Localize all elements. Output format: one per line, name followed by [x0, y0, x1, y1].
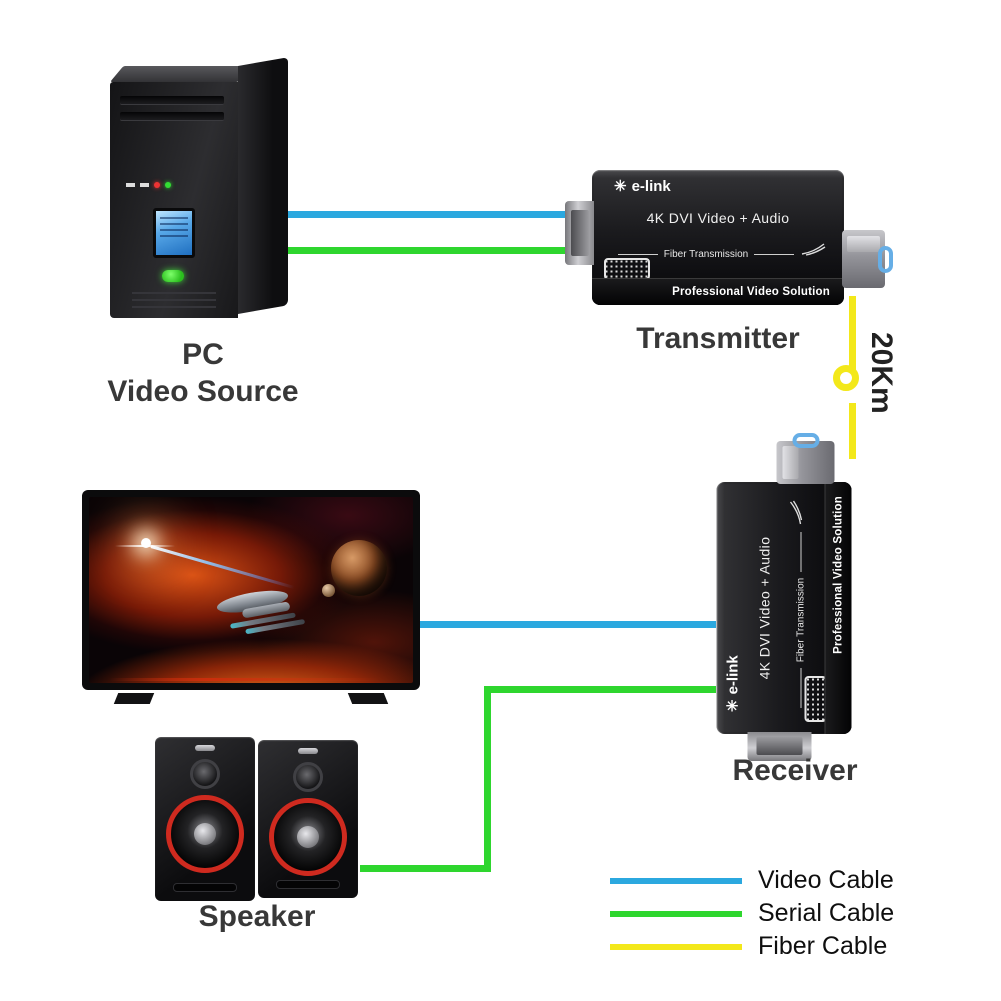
- pc-hdd-led: [165, 182, 171, 188]
- swoosh-icon: [789, 500, 803, 525]
- legend: Video Cable Serial Cable Fiber Cable: [610, 864, 894, 963]
- video-cable-swatch: [610, 877, 742, 884]
- pc-drive-bay: [120, 112, 224, 121]
- device-bottom-strip: Professional Video Solution: [824, 482, 852, 734]
- tv-foot-left: [113, 693, 155, 704]
- e-link-gear-icon: ✳: [724, 699, 742, 712]
- serial-cable-receiver-segment-vertical: [484, 686, 491, 872]
- speaker-woofer: [166, 795, 244, 873]
- fiber-cable-lower-segment: [849, 403, 856, 459]
- screen-reflection: [109, 678, 393, 681]
- pc-usb-slot: [126, 183, 135, 187]
- pc-label-line1: PC: [182, 338, 224, 371]
- divider-line: [618, 253, 658, 255]
- speaker-tweeter: [293, 762, 323, 792]
- fiber-distance-label: 20Km: [865, 332, 898, 414]
- receiver-label: Receiver: [732, 754, 858, 787]
- divider-line: [800, 532, 801, 572]
- transmitter-label: Transmitter: [636, 322, 800, 355]
- speaker-left: [155, 737, 255, 901]
- spaceship: [199, 577, 316, 643]
- video-cable-tv-to-receiver: [418, 621, 716, 628]
- speaker-emblem: [298, 748, 318, 754]
- video-cable-legend-label: Video Cable: [758, 866, 894, 894]
- sfp-bail-latch: [792, 433, 820, 448]
- pc-io-panel: [126, 178, 222, 192]
- pc-tower: [98, 56, 298, 328]
- legend-row-video: Video Cable: [610, 864, 894, 897]
- speaker-port-slot: [173, 883, 237, 892]
- fiber-transmission-label: Fiber Transmission: [663, 248, 749, 260]
- pc-front-panel: [110, 82, 238, 318]
- pc-vent-grille: [132, 292, 216, 312]
- device-tagline: Professional Video Solution: [672, 286, 830, 298]
- speaker-woofer: [269, 798, 347, 876]
- device-bottom-strip: Professional Video Solution: [592, 278, 844, 305]
- serial-cable-pc-to-transmitter: [282, 247, 574, 254]
- transmitter-device: ✳ e-link 4K DVI Video + Audio Fiber Tran…: [565, 170, 893, 305]
- transmitter-body: ✳ e-link 4K DVI Video + Audio Fiber Tran…: [565, 170, 893, 305]
- pc-drive-bay: [120, 96, 224, 105]
- pc-top-panel: [110, 66, 252, 82]
- product-name: 4K DVI Video + Audio: [756, 536, 773, 680]
- sfp-fiber-module: [842, 230, 893, 288]
- planet: [331, 539, 388, 596]
- pc-label: PC Video Source: [58, 336, 348, 410]
- brand-logo: ✳ e-link: [614, 178, 671, 195]
- pc-power-led: [154, 182, 160, 188]
- pc-side-panel: [238, 57, 288, 314]
- legend-row-serial: Serial Cable: [610, 897, 894, 930]
- star-flare: [140, 537, 151, 548]
- speakers: [155, 737, 361, 903]
- dvi-port-icon: [604, 258, 650, 280]
- brand-name: e-link: [724, 655, 742, 695]
- divider-line: [800, 668, 801, 708]
- dvi-connector: [565, 201, 594, 265]
- pc-power-button: [162, 270, 184, 282]
- brand-logo: ✳ e-link: [725, 655, 742, 712]
- dvi-port-icon: [804, 676, 827, 722]
- fiber-transmission-row: Fiber Transmission: [789, 500, 813, 708]
- serial-cable-legend-label: Serial Cable: [758, 899, 895, 927]
- video-cable-pc-to-transmitter: [282, 211, 574, 218]
- divider-line: [754, 253, 794, 255]
- serial-cable-receiver-segment-horizontal: [484, 686, 716, 693]
- brand-name: e-link: [631, 178, 671, 195]
- serial-cable-speaker-segment: [360, 865, 491, 872]
- fiber-cable-upper-segment: [849, 296, 856, 372]
- speaker-label: Speaker: [198, 900, 316, 933]
- pc-usb-slot: [140, 183, 149, 187]
- sfp-bail-latch: [878, 246, 893, 273]
- product-name: 4K DVI Video + Audio: [646, 210, 790, 226]
- device-tagline: Professional Video Solution: [832, 496, 845, 654]
- speaker-port-slot: [276, 880, 340, 889]
- fiber-cable-loop: [833, 365, 859, 391]
- fiber-transmission-row: Fiber Transmission: [618, 242, 826, 266]
- speaker-emblem: [195, 745, 215, 751]
- swoosh-icon: [801, 243, 826, 256]
- tv-screen-image: [89, 497, 413, 683]
- fiber-cable-swatch: [610, 943, 742, 950]
- speaker-tweeter: [190, 759, 220, 789]
- tv-foot-right: [347, 693, 389, 704]
- e-link-gear-icon: ✳: [614, 178, 627, 195]
- speaker-right: [258, 740, 358, 898]
- fiber-cable-legend-label: Fiber Cable: [758, 932, 888, 960]
- tv-frame: [82, 490, 420, 690]
- pc-lcd-display: [153, 208, 195, 258]
- pc-label-line2: Video Source: [107, 375, 299, 408]
- sfp-fiber-module: [776, 433, 835, 484]
- star-spike: [114, 545, 175, 548]
- receiver-body: ✳ e-link 4K DVI Video + Audio Fiber Tran…: [716, 433, 852, 761]
- serial-cable-swatch: [610, 910, 742, 917]
- legend-row-fiber: Fiber Cable: [610, 930, 894, 963]
- receiver-device: ✳ e-link 4K DVI Video + Audio Fiber Tran…: [716, 433, 852, 761]
- tv-display: [82, 490, 420, 704]
- moon: [322, 584, 336, 598]
- fiber-transmission-label: Fiber Transmission: [795, 577, 806, 663]
